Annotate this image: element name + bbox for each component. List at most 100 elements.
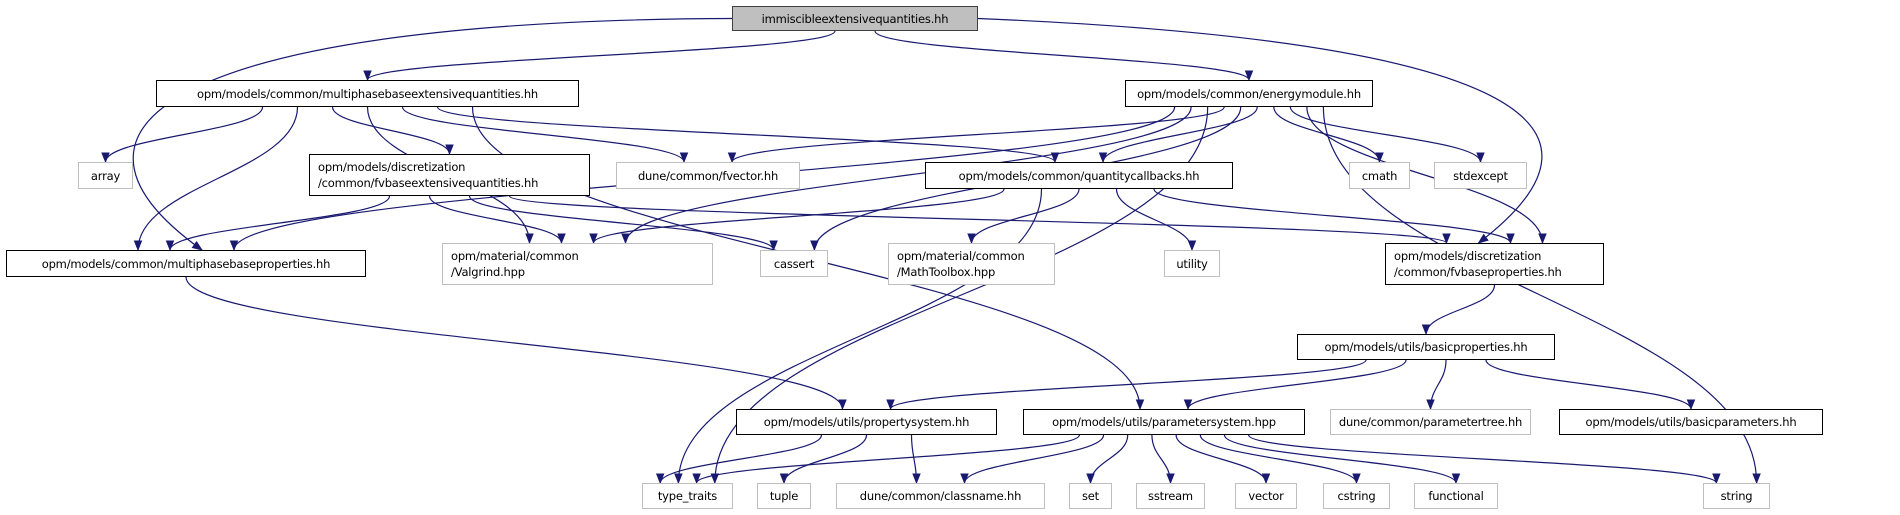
edge-basicprops-to-basicparams <box>1485 359 1696 411</box>
node-qc[interactable]: opm/models/common/quantitycallbacks.hh <box>925 162 1233 189</box>
node-label: opm/models/common/multiphasebaseproperti… <box>41 256 331 271</box>
node-label: opm/models/utils/basicparameters.hh <box>1585 415 1797 429</box>
node-array: array <box>78 162 133 189</box>
edge-multi-to-fvbaseext <box>331 106 454 156</box>
edge-multi-to-array <box>101 106 264 164</box>
node-cmath: cmath <box>1349 162 1410 189</box>
node-label: opm/material/common <box>451 249 579 263</box>
node-type-traits: type_traits <box>642 483 733 509</box>
edge-qc-to-utility <box>1115 188 1197 252</box>
edge-paramsys-to-functional <box>1223 434 1461 485</box>
edge-multi-to-mbprops <box>133 106 299 252</box>
node-label: /Valgrind.hpp <box>451 265 525 279</box>
edge-paramsys-to-classname <box>960 434 1105 485</box>
node-label: opm/models/utils/propertysystem.hh <box>763 415 970 429</box>
node-label: dune/common/classname.hh <box>859 489 1022 503</box>
node-label: cstring <box>1337 489 1376 503</box>
edge-qc-to-fvbaseprops <box>1153 188 1515 245</box>
edge-paramsys-to-sstream <box>1151 434 1175 485</box>
node-label: type_traits <box>657 489 718 503</box>
node-basicprops[interactable]: opm/models/utils/basicproperties.hh <box>1297 334 1555 360</box>
edge-fvbaseext-to-cassert <box>468 195 778 252</box>
edge-fvbaseext-to-valgrind <box>428 195 566 245</box>
node-fvector: dune/common/fvector.hh <box>616 162 800 189</box>
node-valgrind: opm/material/common/Valgrind.hpp <box>442 243 713 285</box>
edge-qc-to-mathtoolbox <box>967 188 1080 245</box>
edge-energy-to-stdexcept <box>1289 106 1485 164</box>
edge-fvbaseprops-to-basicprops <box>1421 284 1496 336</box>
node-label: cmath <box>1361 168 1398 183</box>
node-label: stdexcept <box>1453 168 1508 183</box>
node-paramtree: dune/common/parametertree.hh <box>1330 409 1531 435</box>
node-multi[interactable]: opm/models/common/multiphasebaseextensiv… <box>156 80 579 107</box>
node-cassert: cassert <box>760 250 828 277</box>
node-label: array <box>90 168 121 183</box>
node-label: /common/fvbaseextensivequantities.hh <box>318 176 539 190</box>
node-label: opm/models/discretization <box>318 160 466 174</box>
node-label: opm/models/common/multiphasebaseextensiv… <box>196 86 538 101</box>
node-fvbaseext[interactable]: opm/models/discretization/common/fvbasee… <box>309 154 590 196</box>
edge-root-to-energy <box>874 30 1254 82</box>
node-sstream: sstream <box>1136 483 1205 509</box>
edge-paramsys-to-string <box>1248 434 1721 485</box>
edge-multi-to-qc <box>436 106 1060 164</box>
node-label: dune/common/fvector.hh <box>637 168 779 183</box>
node-label: cassert <box>773 256 815 271</box>
edge-paramsys-to-vector <box>1175 434 1271 485</box>
node-root[interactable]: immiscibleextensivequantities.hh <box>732 6 978 31</box>
edge-basicprops-to-propsys <box>886 359 1367 411</box>
edge-propsys-to-tuple <box>779 434 868 485</box>
node-fvbaseprops[interactable]: opm/models/discretization/common/fvbasep… <box>1385 243 1604 285</box>
node-utility: utility <box>1164 250 1220 277</box>
node-label: /MathToolbox.hpp <box>897 265 996 279</box>
edge-propsys-to-type_traits <box>655 434 823 485</box>
edge-multi-to-fvector <box>401 106 689 164</box>
edge-energy-to-fvbaseprops <box>1306 106 1547 245</box>
node-stdexcept: stdexcept <box>1434 162 1527 189</box>
node-functional: functional <box>1414 483 1498 509</box>
node-vector: vector <box>1235 483 1297 509</box>
node-label: opm/material/common <box>897 249 1025 263</box>
edge-energy-to-cmath <box>1273 106 1384 164</box>
edge-energy-to-fvector <box>727 106 1225 164</box>
node-label: tuple <box>769 489 799 503</box>
node-tuple: tuple <box>757 483 811 509</box>
node-set: set <box>1069 483 1112 509</box>
node-string: string <box>1703 483 1770 509</box>
edge-propsys-to-classname <box>910 434 921 485</box>
edge-fvbaseext-to-mbprops <box>165 195 391 252</box>
node-label: immiscibleextensivequantities.hh <box>761 11 949 26</box>
edge-root-to-multi <box>363 30 836 82</box>
edge-root-to-fvbaseprops <box>977 17 1543 244</box>
edge-energy-to-valgrind <box>621 106 1192 245</box>
node-paramsys[interactable]: opm/models/utils/parametersystem.hpp <box>1023 409 1305 435</box>
node-label: opm/models/utils/basicproperties.hh <box>1324 340 1528 354</box>
node-label: functional <box>1428 489 1484 503</box>
node-label: opm/models/utils/parametersystem.hpp <box>1052 415 1276 429</box>
node-label: set <box>1082 489 1099 503</box>
node-cstring: cstring <box>1323 483 1390 509</box>
node-label: opm/models/common/quantitycallbacks.hh <box>958 168 1200 183</box>
node-label: vector <box>1248 489 1284 503</box>
node-propsys[interactable]: opm/models/utils/propertysystem.hh <box>736 409 997 435</box>
node-energy[interactable]: opm/models/common/energymodule.hh <box>1125 80 1373 107</box>
edge-basicprops-to-paramtree <box>1426 359 1447 411</box>
node-classname: dune/common/classname.hh <box>836 483 1045 509</box>
node-label: string <box>1720 489 1753 503</box>
node-basicparams[interactable]: opm/models/utils/basicparameters.hh <box>1559 409 1823 435</box>
node-label: utility <box>1176 256 1208 271</box>
edge-paramsys-to-set <box>1086 434 1129 485</box>
edge-energy-to-qc <box>1098 106 1258 164</box>
edge-paramsys-to-type_traits <box>692 434 1080 485</box>
node-label: dune/common/parametertree.hh <box>1338 415 1523 429</box>
node-label: sstream <box>1148 489 1193 503</box>
edge-mbprops-to-propsys <box>185 276 847 411</box>
node-label: opm/models/discretization <box>1394 249 1542 263</box>
edge-qc-to-valgrind <box>589 188 1005 245</box>
node-mbprops[interactable]: opm/models/common/multiphasebaseproperti… <box>6 250 366 277</box>
edge-fvbaseext-to-fvbaseprops <box>508 195 1451 245</box>
edge-paramsys-to-cstring <box>1199 434 1361 485</box>
node-mathtoolbox: opm/material/common/MathToolbox.hpp <box>888 243 1055 285</box>
node-label: /common/fvbaseproperties.hh <box>1394 265 1562 279</box>
